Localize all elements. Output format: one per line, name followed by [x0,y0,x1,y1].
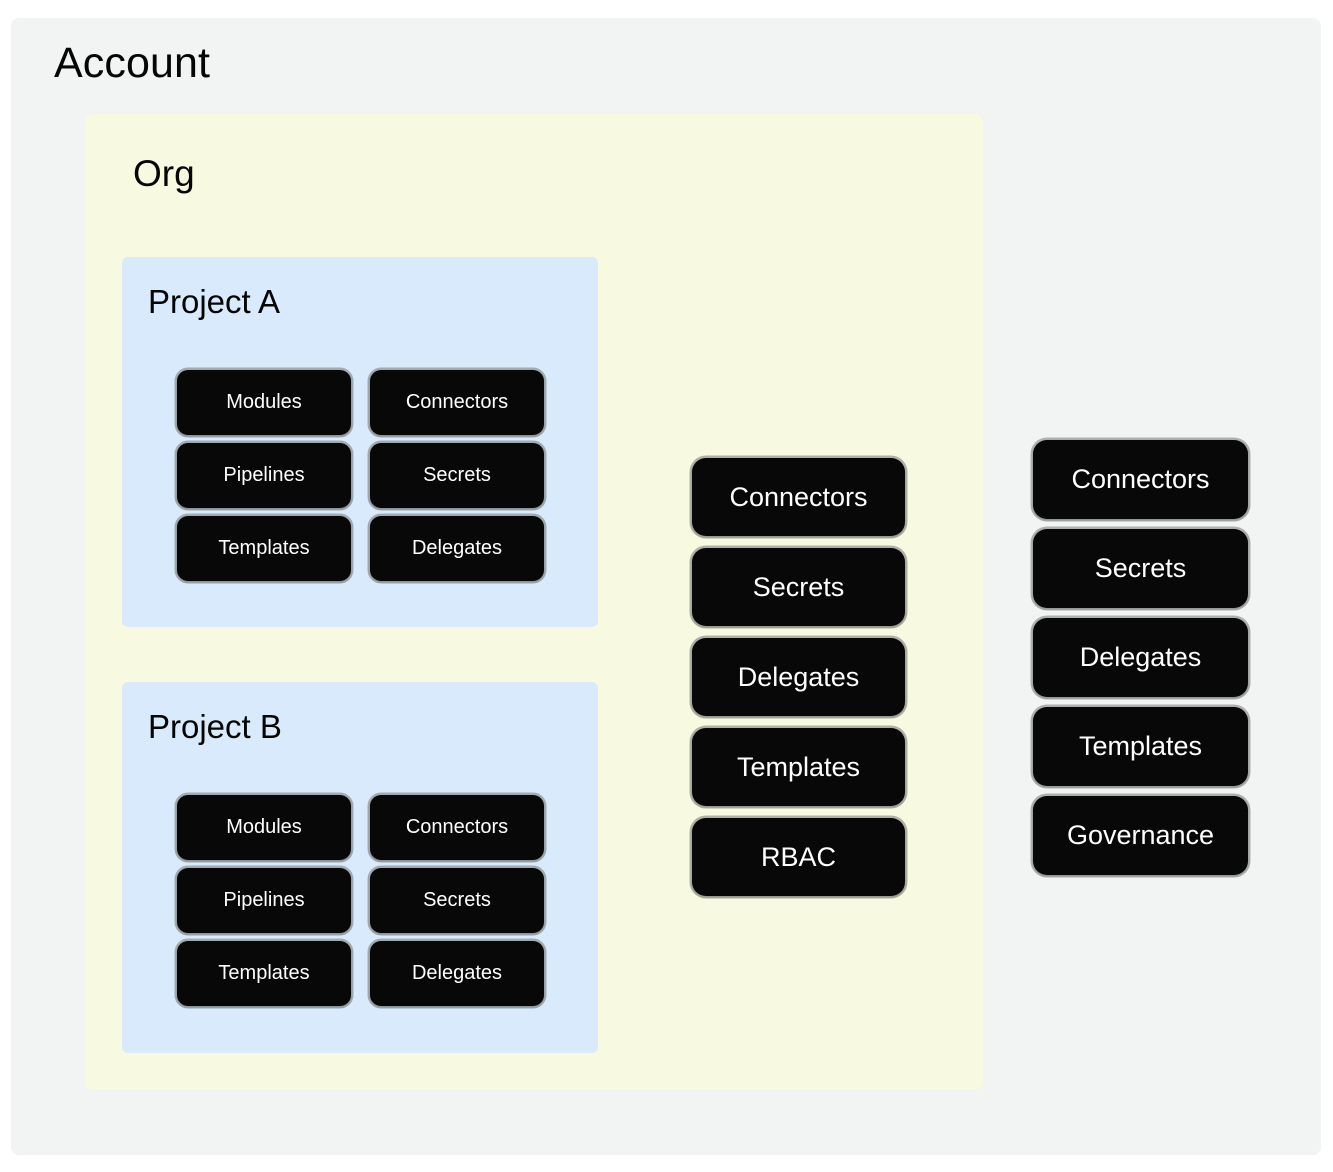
resource-chip[interactable]: Connectors [1033,440,1248,519]
resource-chip[interactable]: Pipelines [177,868,351,933]
resource-chip[interactable]: Templates [177,516,351,581]
project-resource-grid: Modules Connectors Pipelines Secrets Tem… [177,370,544,581]
resource-chip[interactable]: Secrets [1033,529,1248,608]
account-scope-panel: Account Org Project A Modules Connectors… [11,18,1321,1155]
org-scope-label: Org [133,153,195,194]
resource-chip[interactable]: Pipelines [177,443,351,508]
resource-chip[interactable]: Delegates [1033,618,1248,697]
resource-chip[interactable]: Templates [692,728,905,806]
project-scope-panel-b: Project B Modules Connectors Pipelines S… [122,682,598,1053]
resource-chip[interactable]: Delegates [692,638,905,716]
resource-chip[interactable]: Secrets [370,443,544,508]
resource-chip[interactable]: Governance [1033,796,1248,875]
resource-chip[interactable]: Modules [177,370,351,435]
resource-chip[interactable]: Secrets [370,868,544,933]
account-scope-label: Account [54,39,211,87]
resource-chip[interactable]: Templates [177,941,351,1006]
resource-chip[interactable]: Connectors [692,458,905,536]
org-resource-column: Connectors Secrets Delegates Templates R… [692,458,905,896]
resource-chip[interactable]: Templates [1033,707,1248,786]
project-resource-grid: Modules Connectors Pipelines Secrets Tem… [177,795,544,1006]
project-scope-label: Project A [148,283,281,320]
resource-chip[interactable]: Delegates [370,516,544,581]
resource-chip[interactable]: RBAC [692,818,905,896]
resource-chip[interactable]: Modules [177,795,351,860]
project-scope-panel-a: Project A Modules Connectors Pipelines S… [122,257,598,627]
resource-chip[interactable]: Delegates [370,941,544,1006]
resource-chip[interactable]: Secrets [692,548,905,626]
account-resource-column: Connectors Secrets Delegates Templates G… [1033,440,1248,875]
project-scope-label: Project B [148,708,282,745]
resource-chip[interactable]: Connectors [370,795,544,860]
org-scope-panel: Org Project A Modules Connectors Pipelin… [85,114,983,1090]
resource-chip[interactable]: Connectors [370,370,544,435]
